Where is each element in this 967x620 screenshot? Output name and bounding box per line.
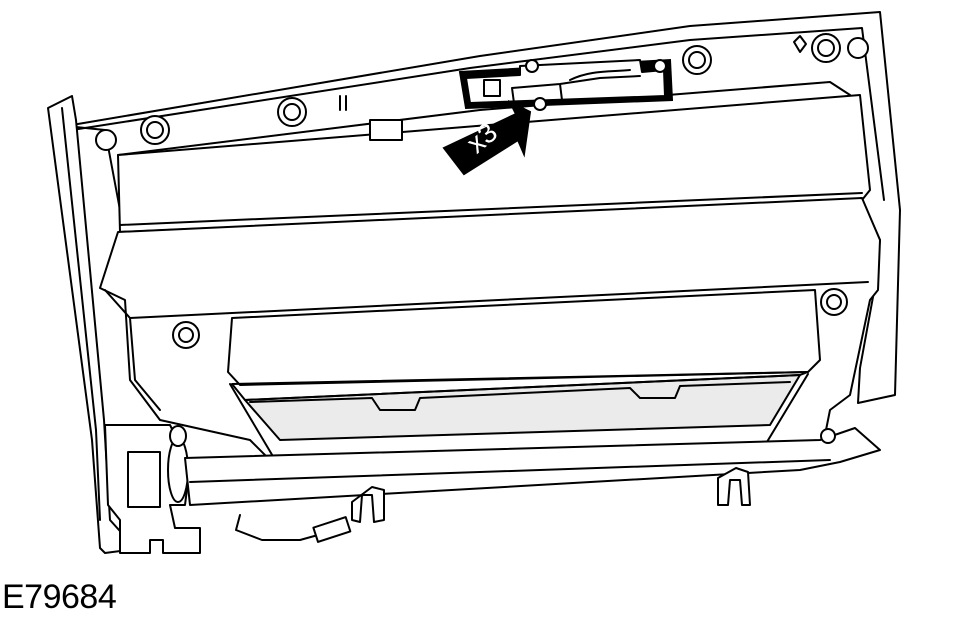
hinge-cylinder-cap	[169, 425, 187, 447]
screw-icon	[172, 321, 200, 349]
right-clip	[717, 467, 751, 506]
hinge-cylinder	[167, 437, 189, 503]
arrow-icon	[442, 99, 532, 176]
figure-id-label: E79684	[2, 578, 117, 616]
left-frame-inner-edge	[61, 107, 101, 521]
latch-block	[127, 451, 161, 508]
upper-tab	[369, 119, 403, 141]
trim-clip-tab	[793, 35, 807, 53]
wire-connector	[312, 516, 352, 543]
screw-icon	[525, 59, 667, 111]
lid-handle-lip	[231, 371, 809, 401]
glovebox-upper-body	[117, 94, 871, 233]
screw-icon	[277, 97, 307, 127]
switch-wire	[569, 69, 631, 81]
switch-body	[511, 75, 641, 104]
lid-bottom-rim	[129, 317, 161, 411]
left-clip	[351, 486, 385, 523]
screw-icon	[140, 115, 170, 145]
glovebox-top-edge	[119, 192, 863, 226]
lower-rail-edge	[189, 459, 831, 483]
switch-window	[483, 79, 501, 97]
screw-icon	[820, 288, 848, 316]
wire-harness	[235, 514, 319, 541]
screw-icon	[682, 45, 712, 75]
trim-hole	[95, 129, 117, 151]
screw-icon	[811, 33, 841, 63]
trim-slot	[339, 95, 347, 111]
rail-hole	[820, 428, 836, 444]
trim-panel-inner-edge	[71, 27, 885, 201]
trim-hole	[847, 37, 869, 59]
lid-handle-notch-edge	[249, 381, 791, 411]
